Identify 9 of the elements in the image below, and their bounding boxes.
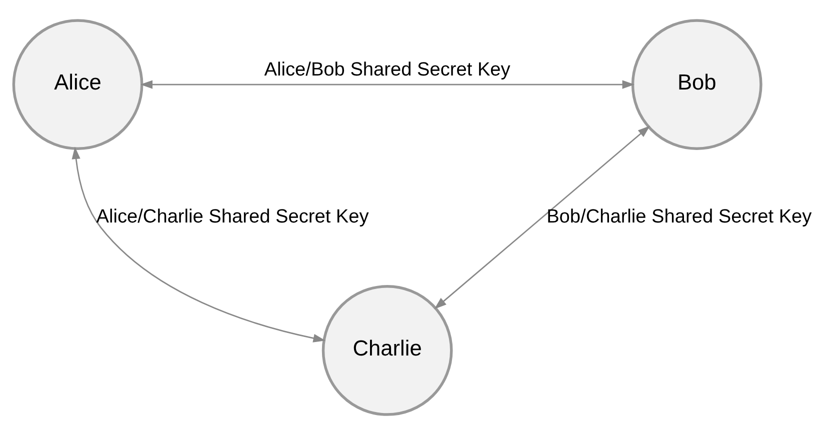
arrow: [434, 125, 650, 309]
edge-label: Alice/Bob Shared Secret Key: [264, 58, 510, 80]
edge-label: Alice/Charlie Shared Secret Key: [96, 206, 369, 228]
node-circle: Charlie: [322, 284, 453, 416]
arrow: [140, 80, 635, 88]
arrow: [72, 146, 326, 342]
edge-label: Bob/Charlie Shared Secret Key: [546, 206, 812, 228]
node-circle: Alice: [12, 18, 144, 150]
node-circle: Bob: [631, 18, 762, 150]
